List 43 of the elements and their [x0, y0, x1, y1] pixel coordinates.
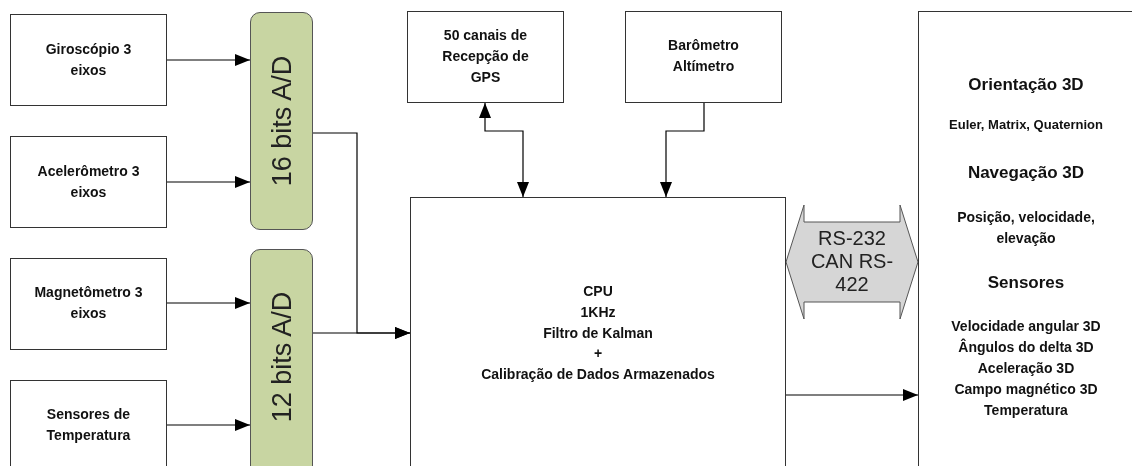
box-text: Posição, velocidade, elevação — [956, 208, 1096, 248]
processor-box — [410, 197, 786, 466]
box-text: Velocidade angular 3D — [951, 316, 1101, 336]
box-text: Filtro de Kalman — [543, 323, 653, 343]
arrow — [166, 297, 251, 309]
box-text: Giroscópio 3 eixos — [44, 40, 133, 80]
box-text: Barômetro Altímetro — [667, 36, 740, 76]
box-text: Magnetômetro 3 eixos — [33, 283, 144, 323]
box-text: Aceleração 3D — [977, 358, 1075, 378]
arrow — [166, 54, 251, 66]
box-text: 50 canais de Recepção de GPS — [441, 25, 530, 87]
box-text: Ângulos do delta 3D — [958, 337, 1094, 357]
arrow — [785, 389, 919, 401]
arrow — [166, 176, 251, 188]
arrow — [312, 327, 411, 339]
edge-label: RS-232 CAN RS-422 — [809, 227, 895, 296]
box-text: Acelerômetro 3 eixos — [36, 162, 141, 202]
box-text: + — [593, 343, 603, 363]
block-arrow — [785, 204, 919, 320]
section-heading: Navegação 3D — [967, 162, 1085, 184]
converter-block — [250, 249, 313, 466]
sensor-box — [10, 258, 167, 350]
converter-block — [250, 12, 313, 230]
box-text: Sensores de Temperatura — [45, 405, 132, 445]
box-text: Euler, Matrix, Quaternion — [949, 116, 1103, 134]
sensor-box — [10, 136, 167, 228]
box-text: CPU — [583, 281, 613, 301]
section-heading: Orientação 3D — [968, 74, 1084, 96]
arrow — [166, 419, 251, 431]
box-text: Temperatura — [984, 400, 1068, 420]
box-text: Campo magnético 3D — [954, 379, 1098, 399]
sensor-box — [10, 380, 167, 466]
box-text: Calibração de Dados Armazenados — [481, 364, 715, 384]
converter-label: 16 bits A/D — [266, 55, 297, 187]
arrow — [660, 102, 705, 198]
receiver-box — [407, 11, 564, 103]
sensor-box — [625, 11, 782, 103]
converter-label: 12 bits A/D — [266, 291, 297, 423]
arrow — [479, 102, 529, 198]
output-box — [918, 11, 1132, 466]
box-text: 1KHz — [580, 302, 616, 322]
sensor-box — [10, 14, 167, 106]
section-heading: Sensores — [987, 272, 1065, 294]
